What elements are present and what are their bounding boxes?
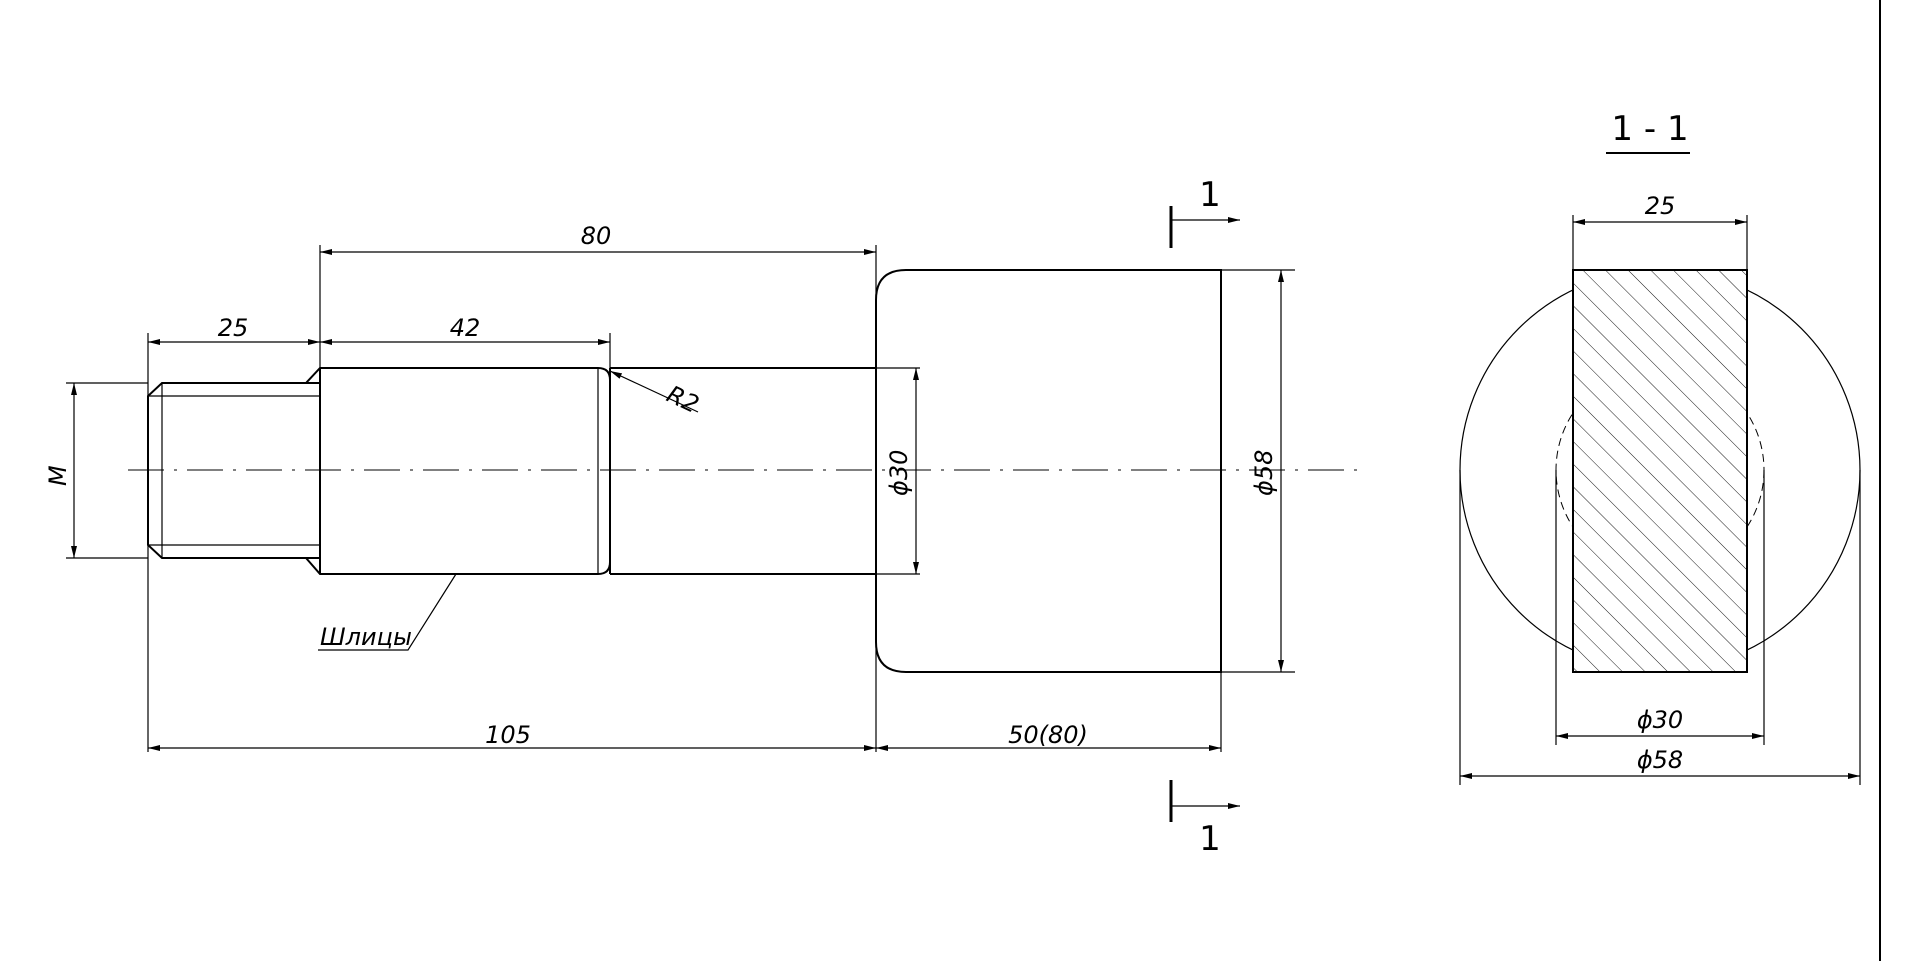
dim-text-25: 25 — [218, 314, 249, 342]
dim-text-shaft-dia: ϕ30 — [885, 450, 913, 496]
section-marker-bottom: 1 — [1169, 780, 1240, 859]
svg-text:1: 1 — [1199, 819, 1221, 859]
dim-text-42: 42 — [450, 314, 481, 342]
section-dim-text-30: ϕ30 — [1637, 706, 1683, 734]
dim-text-head-dia: ϕ58 — [1250, 450, 1278, 496]
dimension-texts: 105 50(80) 25 42 80 R2 M ϕ30 ϕ58 Шлицы — [44, 222, 1278, 749]
dim-text-105: 105 — [485, 721, 531, 749]
dim-text-r2: R2 — [662, 380, 703, 419]
label-splines: Шлицы — [320, 623, 412, 651]
radius-leader — [609, 370, 699, 413]
svg-text:1: 1 — [1199, 175, 1221, 215]
main-view: 105 50(80) 25 42 80 R2 M ϕ30 ϕ58 Шлицы 1… — [44, 175, 1360, 859]
section-dim-text-25: 25 — [1645, 192, 1676, 220]
spline-section — [305, 367, 611, 575]
splines-leader — [318, 573, 457, 651]
dim-text-50-80: 50(80) — [1008, 721, 1088, 749]
section-marker-top: 1 — [1169, 175, 1240, 248]
shaft-section — [610, 367, 876, 575]
dim-text-thread-size: M — [44, 465, 72, 486]
section-title: 1 - 1 — [1611, 109, 1688, 149]
extension-lines — [66, 245, 1295, 752]
head-section — [875, 269, 1222, 673]
dimension-lines — [71, 249, 1284, 751]
section-view: 1 - 1 25 ϕ30 ϕ58 — [1459, 109, 1861, 785]
section-dim-text-58: ϕ58 — [1637, 746, 1683, 774]
dim-text-80: 80 — [581, 222, 612, 250]
